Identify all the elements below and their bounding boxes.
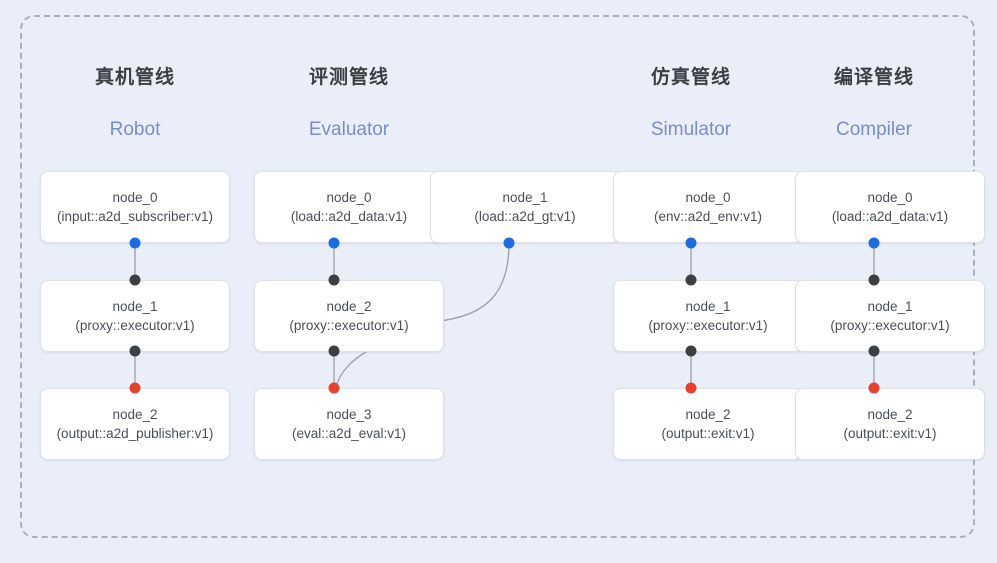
node-evaluator-gt[interactable]: node_1 (load::a2d_gt:v1)	[430, 171, 620, 243]
port-dot-output-robot-1[interactable]	[129, 345, 141, 357]
node-evaluator-2[interactable]: node_2 (proxy::executor:v1)	[254, 280, 444, 352]
port-dot-input-simulator-1[interactable]	[685, 274, 697, 286]
node-spec: (proxy::executor:v1)	[289, 317, 409, 333]
node-name: node_2	[867, 406, 913, 422]
node-robot-2[interactable]: node_2 (output::a2d_publisher:v1)	[40, 388, 230, 460]
node-spec: (proxy::executor:v1)	[648, 317, 768, 333]
node-compiler-1[interactable]: node_1 (proxy::executor:v1)	[795, 280, 985, 352]
port-dot-output-robot-0[interactable]	[129, 237, 141, 249]
pipeline-group-frame	[20, 15, 975, 538]
node-name: node_0	[112, 189, 158, 205]
node-name: node_1	[112, 298, 158, 314]
node-compiler-2[interactable]: node_2 (output::exit:v1)	[795, 388, 985, 460]
port-dot-input-evaluator-2[interactable]	[328, 274, 340, 286]
node-name: node_2	[112, 406, 158, 422]
node-spec: (proxy::executor:v1)	[830, 317, 950, 333]
node-spec: (output::exit:v1)	[843, 425, 937, 441]
node-spec: (load::a2d_gt:v1)	[474, 208, 576, 224]
node-spec: (output::a2d_publisher:v1)	[56, 425, 214, 441]
node-name: node_2	[685, 406, 731, 422]
port-dot-input-evaluator-3[interactable]	[328, 382, 340, 394]
node-name: node_2	[326, 298, 372, 314]
node-spec: (load::a2d_data:v1)	[290, 208, 408, 224]
node-name: node_0	[867, 189, 913, 205]
node-simulator-0[interactable]: node_0 (env::a2d_env:v1)	[613, 171, 803, 243]
node-name: node_1	[685, 298, 731, 314]
port-dot-output-simulator-1[interactable]	[685, 345, 697, 357]
node-spec: (env::a2d_env:v1)	[653, 208, 763, 224]
port-dot-output-evaluator-gt[interactable]	[503, 237, 515, 249]
node-name: node_1	[502, 189, 548, 205]
port-dot-input-compiler-2[interactable]	[868, 382, 880, 394]
port-dot-output-simulator-0[interactable]	[685, 237, 697, 249]
port-dot-input-robot-1[interactable]	[129, 274, 141, 286]
node-compiler-0[interactable]: node_0 (load::a2d_data:v1)	[795, 171, 985, 243]
node-robot-0[interactable]: node_0 (input::a2d_subscriber:v1)	[40, 171, 230, 243]
node-robot-1[interactable]: node_1 (proxy::executor:v1)	[40, 280, 230, 352]
node-spec: (input::a2d_subscriber:v1)	[56, 208, 214, 224]
node-spec: (output::exit:v1)	[661, 425, 755, 441]
port-dot-output-evaluator-2[interactable]	[328, 345, 340, 357]
port-dot-output-evaluator-0[interactable]	[328, 237, 340, 249]
node-spec: (proxy::executor:v1)	[75, 317, 195, 333]
port-dot-output-compiler-1[interactable]	[868, 345, 880, 357]
node-simulator-2[interactable]: node_2 (output::exit:v1)	[613, 388, 803, 460]
port-dot-input-compiler-1[interactable]	[868, 274, 880, 286]
node-name: node_0	[326, 189, 372, 205]
node-evaluator-0[interactable]: node_0 (load::a2d_data:v1)	[254, 171, 444, 243]
node-evaluator-3[interactable]: node_3 (eval::a2d_eval:v1)	[254, 388, 444, 460]
node-spec: (eval::a2d_eval:v1)	[291, 425, 407, 441]
port-dot-input-robot-2[interactable]	[129, 382, 141, 394]
node-simulator-1[interactable]: node_1 (proxy::executor:v1)	[613, 280, 803, 352]
port-dot-output-compiler-0[interactable]	[868, 237, 880, 249]
node-name: node_3	[326, 406, 372, 422]
node-name: node_0	[685, 189, 731, 205]
node-name: node_1	[867, 298, 913, 314]
port-dot-input-simulator-2[interactable]	[685, 382, 697, 394]
node-spec: (load::a2d_data:v1)	[831, 208, 949, 224]
